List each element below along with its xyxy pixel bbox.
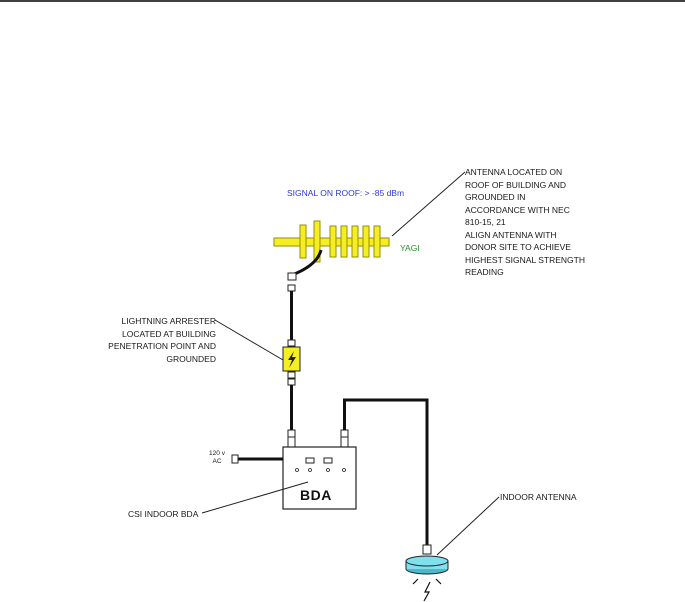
csi-indoor-bda-label: CSI INDOOR BDA xyxy=(128,508,198,521)
bda-donor-connector xyxy=(288,430,295,437)
yagi-label: YAGI xyxy=(400,242,420,255)
bda-server-connector xyxy=(341,430,348,437)
lightning-arrester xyxy=(283,347,300,371)
arrester-top-connector xyxy=(288,340,295,346)
bda-server-port xyxy=(341,437,348,447)
power-label: 120 v AC xyxy=(205,450,229,466)
yagi-antenna xyxy=(274,221,389,262)
indoor-antenna-label: INDOOR ANTENNA xyxy=(500,491,577,504)
cable-connector-upper xyxy=(288,285,295,291)
bda-indicator-right xyxy=(324,458,332,463)
power-plug-icon xyxy=(232,455,238,463)
bda-label: BDA xyxy=(300,489,332,502)
yagi-connector xyxy=(288,273,296,280)
antenna-note: ANTENNA LOCATED ON ROOF OF BUILDING AND … xyxy=(465,166,585,279)
bda-donor-port xyxy=(288,437,295,447)
bda-indicator-left xyxy=(306,458,314,463)
arrester-bottom-connector-2 xyxy=(288,379,295,385)
signal-on-roof-label: SIGNAL ON ROOF: > -85 dBm xyxy=(287,187,404,200)
indoor-antenna xyxy=(406,556,448,574)
arrester-bottom-connector xyxy=(288,372,295,378)
lightning-note-leader xyxy=(215,320,283,360)
antenna-note-leader xyxy=(392,172,465,236)
bda-led-1 xyxy=(296,469,299,472)
bda-led-3 xyxy=(327,469,330,472)
bda-led-4 xyxy=(343,469,346,472)
bda-led-2 xyxy=(309,469,312,472)
lightning-arrester-note: LIGHTNING ARRESTER LOCATED AT BUILDING P… xyxy=(90,315,216,365)
bda-to-indoor-antenna-cable xyxy=(345,400,428,545)
indoor-antenna-leader xyxy=(437,497,499,555)
indoor-antenna-connector xyxy=(423,545,431,554)
radiation-lines-icon xyxy=(413,579,441,601)
